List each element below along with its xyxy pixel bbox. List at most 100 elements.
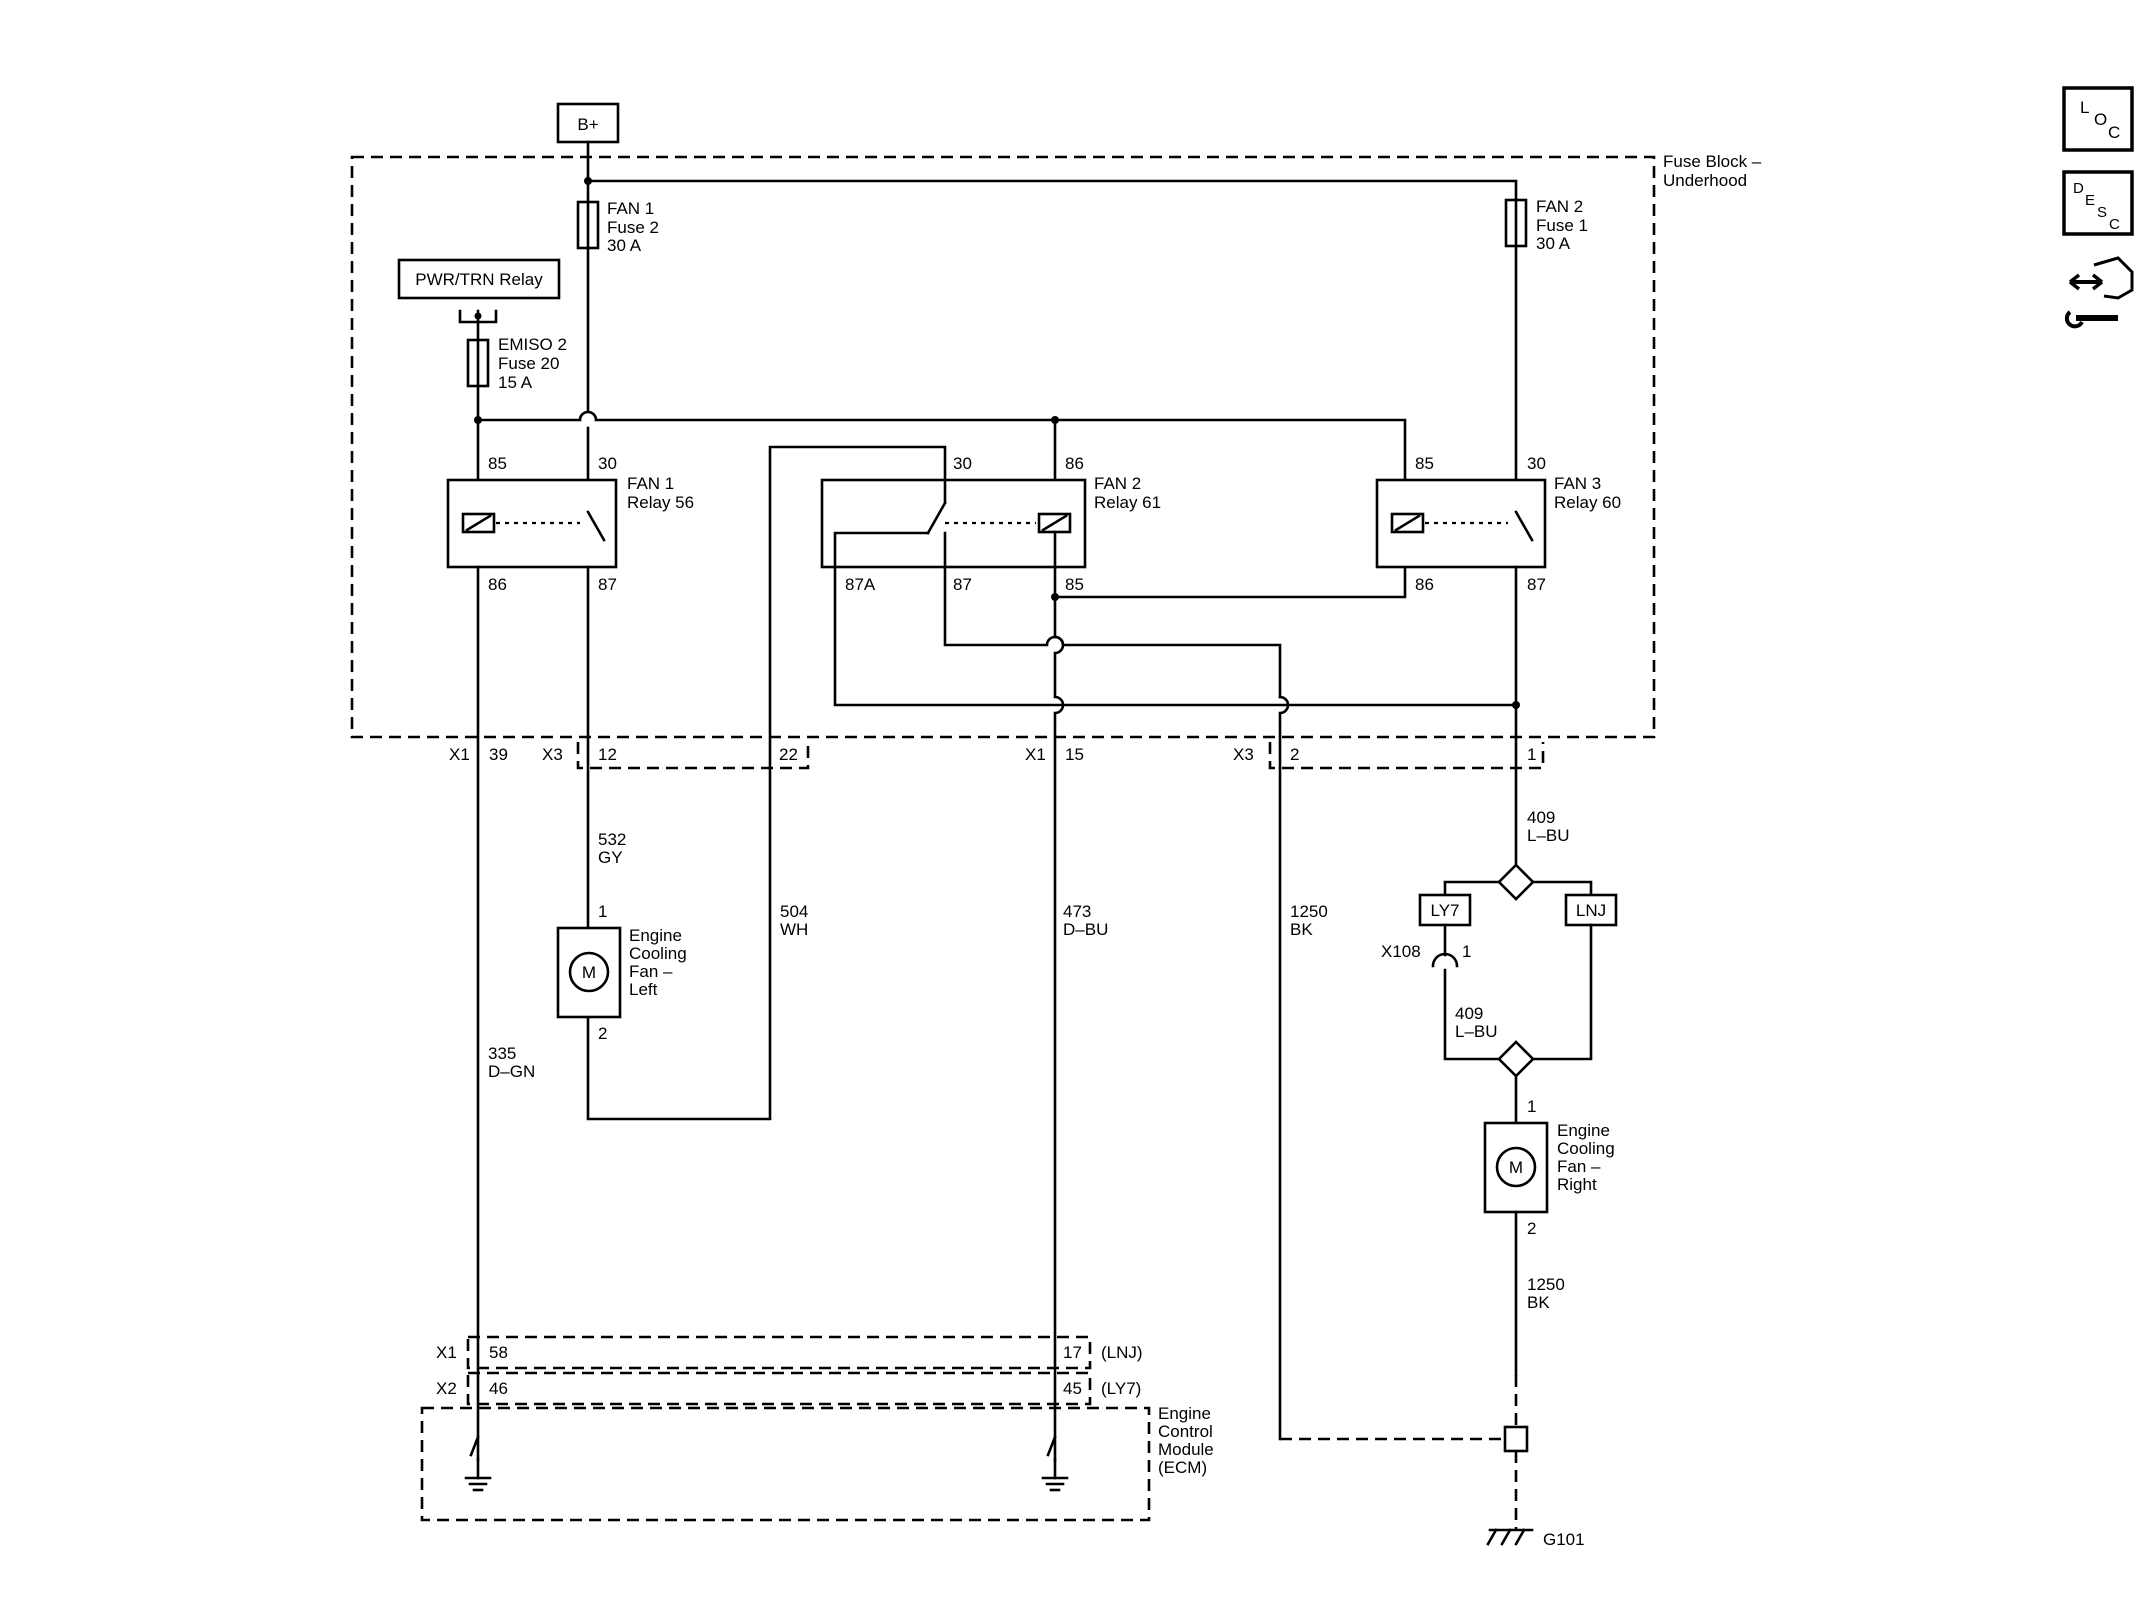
connector-x108 bbox=[1431, 952, 1459, 968]
connector-tool-button[interactable] bbox=[2064, 256, 2134, 329]
pin-label: 85 bbox=[488, 454, 507, 473]
fan1-relay-label-1: FAN 1 bbox=[627, 474, 674, 493]
fan-right-label-4: Right bbox=[1557, 1175, 1597, 1194]
fan1-fuse-label-2: Fuse 2 bbox=[607, 218, 659, 237]
wire-1250-relay2-to-ground bbox=[1278, 695, 1290, 1441]
fan2-fuse-label-2: Fuse 1 bbox=[1536, 216, 1588, 235]
wire-label: 1250 bbox=[1290, 902, 1328, 921]
pwr-trn-relay-label: PWR/TRN Relay bbox=[415, 270, 543, 289]
connector-label: X1 bbox=[436, 1343, 457, 1362]
ground-label: G101 bbox=[1543, 1530, 1585, 1549]
ecm-connector-x1 bbox=[466, 1335, 1092, 1370]
pin-label: 30 bbox=[953, 454, 972, 473]
connector-pin: 58 bbox=[489, 1343, 508, 1362]
ground-hatch bbox=[1486, 1528, 1498, 1546]
wire-label: L–BU bbox=[1527, 826, 1570, 845]
wire-label: D–GN bbox=[488, 1062, 535, 1081]
connector-pin: 2 bbox=[1290, 745, 1299, 764]
fan-left-label-2: Cooling bbox=[629, 944, 687, 963]
ecm-connector-x2 bbox=[466, 1371, 1092, 1406]
option-lnj-box bbox=[1564, 893, 1618, 927]
option-lnj-label: LNJ bbox=[1576, 901, 1606, 920]
connector-x3-left-outline bbox=[576, 742, 810, 770]
option-splice-bottom bbox=[1497, 1040, 1535, 1078]
pwr-trn-relay-box bbox=[397, 258, 561, 300]
connector-pin: 15 bbox=[1065, 745, 1084, 764]
wire-label: BK bbox=[1527, 1293, 1550, 1312]
pin-label: 2 bbox=[598, 1024, 607, 1043]
fan2-relay-label-1: FAN 2 bbox=[1094, 474, 1141, 493]
pin-label: 1 bbox=[1527, 1097, 1536, 1116]
wire-label: D–BU bbox=[1063, 920, 1108, 939]
connector-tag: (LY7) bbox=[1101, 1379, 1141, 1398]
wire-label: 409 bbox=[1527, 808, 1555, 827]
fan2-fuse-label-1: FAN 2 bbox=[1536, 197, 1583, 216]
wire-409-to-lnj bbox=[1531, 880, 1593, 897]
connector-label: X3 bbox=[1233, 745, 1254, 764]
fan1-relay-label-2: Relay 56 bbox=[627, 493, 694, 512]
fan2-fuse-label-3: 30 A bbox=[1536, 234, 1571, 253]
ground-hatch bbox=[1500, 1528, 1512, 1546]
wire-label: 504 bbox=[780, 902, 808, 921]
connector-pin: 17 bbox=[1063, 1343, 1082, 1362]
fan1-relay-coil-mark bbox=[465, 514, 492, 532]
loc-button[interactable]: L O C bbox=[2062, 86, 2134, 152]
pin-label: 1 bbox=[598, 902, 607, 921]
fan1-fuse-label-3: 30 A bbox=[607, 236, 642, 255]
pin-label: 30 bbox=[1527, 454, 1546, 473]
fan-left-motor-icon bbox=[568, 951, 610, 993]
pin-label: 30 bbox=[598, 454, 617, 473]
connector-label: X2 bbox=[436, 1379, 457, 1398]
fan-left-label-1: Engine bbox=[629, 926, 682, 945]
ecm-label-2: Control bbox=[1158, 1422, 1213, 1441]
emiso-fuse-label-2: Fuse 20 bbox=[498, 354, 559, 373]
fan-left-label-3: Fan – bbox=[629, 962, 673, 981]
connector-label: X1 bbox=[1025, 745, 1046, 764]
connector-x108-pin: 1 bbox=[1462, 942, 1471, 961]
wire-409-to-ly7 bbox=[1443, 880, 1501, 897]
desc-button[interactable]: D E S C bbox=[2062, 170, 2134, 236]
fuse-block-label-1: Fuse Block – bbox=[1663, 152, 1762, 171]
connector-tag: (LNJ) bbox=[1101, 1343, 1143, 1362]
fan-right-motor-symbol: M bbox=[1509, 1158, 1523, 1177]
fan-right-label-1: Engine bbox=[1557, 1121, 1610, 1140]
wire-473-relay2-to-ecm bbox=[1053, 595, 1065, 1462]
splice bbox=[474, 312, 482, 320]
fan1-fuse-label-1: FAN 1 bbox=[607, 199, 654, 218]
fan-left-motor-symbol: M bbox=[582, 963, 596, 982]
fan3-relay-contact bbox=[1514, 510, 1534, 542]
option-splice-top bbox=[1497, 863, 1535, 901]
connector-pin: 12 bbox=[598, 745, 617, 764]
pin-label: 86 bbox=[1415, 575, 1434, 594]
fan2-relay-contact bbox=[926, 501, 947, 535]
option-ly7-box bbox=[1418, 893, 1472, 927]
connector-label: X1 bbox=[449, 745, 470, 764]
wire-label: L–BU bbox=[1455, 1022, 1498, 1041]
fan3-relay-label-1: FAN 3 bbox=[1554, 474, 1601, 493]
wire-label: WH bbox=[780, 920, 808, 939]
pin-label: 86 bbox=[1065, 454, 1084, 473]
fan2-relay-label-2: Relay 61 bbox=[1094, 493, 1161, 512]
fan2-relay-coil-mark bbox=[1041, 514, 1068, 532]
loc-button-letter-2: O bbox=[2094, 110, 2107, 129]
desc-button-letter-2: E bbox=[2085, 192, 2095, 209]
ground-splice-box bbox=[1503, 1425, 1529, 1453]
wire-label: 473 bbox=[1063, 902, 1091, 921]
emiso-fuse-label-1: EMISO 2 bbox=[498, 335, 567, 354]
loc-button-letter-3: C bbox=[2108, 123, 2120, 142]
splice bbox=[1512, 701, 1520, 709]
wire-label: 409 bbox=[1455, 1004, 1483, 1023]
emiso-fuse-label-3: 15 A bbox=[498, 373, 533, 392]
ecm-switch-left bbox=[469, 1435, 480, 1457]
wire-label: GY bbox=[598, 848, 623, 867]
wire-label: 532 bbox=[598, 830, 626, 849]
pin-label: 87A bbox=[845, 575, 876, 594]
connector-pin: 1 bbox=[1527, 745, 1536, 764]
wire-label: BK bbox=[1290, 920, 1313, 939]
pin-label: 86 bbox=[488, 575, 507, 594]
battery-positive-label: B+ bbox=[577, 115, 598, 134]
fan-right-label-3: Fan – bbox=[1557, 1157, 1601, 1176]
pin-label: 2 bbox=[1527, 1219, 1536, 1238]
connector-pin: 22 bbox=[779, 745, 798, 764]
